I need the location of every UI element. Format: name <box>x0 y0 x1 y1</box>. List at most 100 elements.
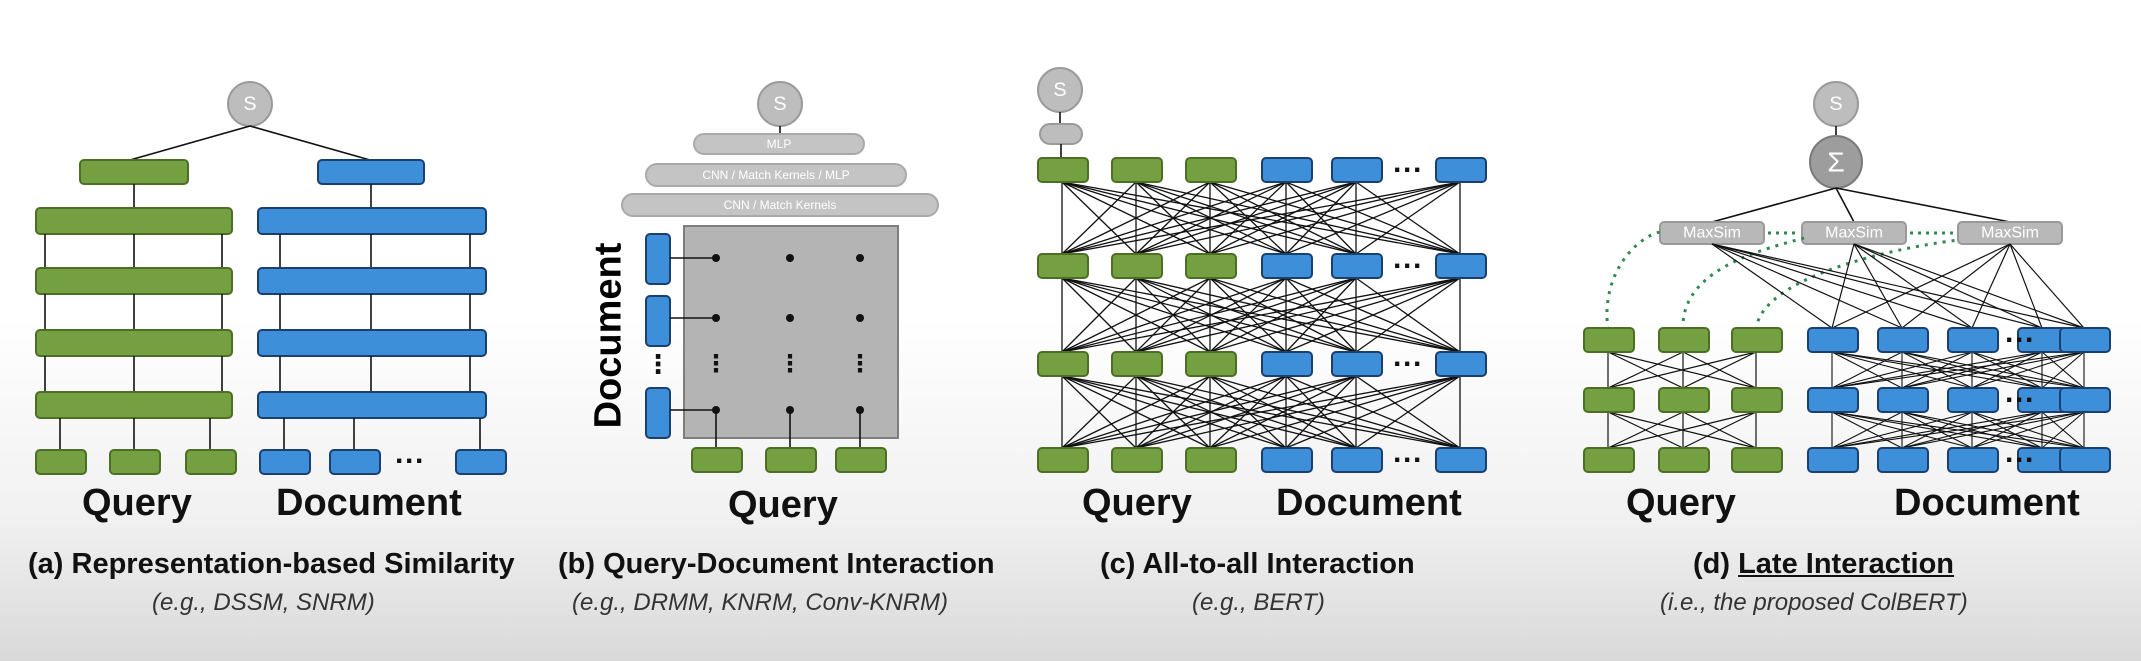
panel-a-query-label: Query <box>82 482 192 524</box>
panel-a-score-edge <box>129 125 251 161</box>
panel-d-maxsim-label: MaxSim <box>1981 225 2039 242</box>
panel-d-caption-underlined: Late Interaction <box>1738 548 1955 580</box>
panel-d-doc-edge <box>1831 411 2085 449</box>
panel-a-query-layer <box>35 267 233 295</box>
panel-d-maxsim-edge <box>1853 243 2085 329</box>
panel-a-query-layer <box>35 329 233 357</box>
panel-c-doc-token <box>1435 157 1487 183</box>
panel-d-query-label: Query <box>1626 482 1736 524</box>
panel-d-query-edge <box>1682 411 1757 449</box>
panel-c-attention-edge <box>1209 181 1461 255</box>
panel-a-doc-layer <box>257 329 487 357</box>
panel-c-doc-token <box>1261 447 1313 473</box>
panel-c-attention-edge <box>1355 375 1461 449</box>
panel-d-ellipsis: ··· <box>2005 384 2035 417</box>
panel-c-attention-edge <box>1285 181 1357 255</box>
panel-d-doc-token <box>2059 447 2111 473</box>
panel-c-attention-edge <box>1209 375 1357 449</box>
panel-d-query-token <box>1731 327 1783 353</box>
panel-d-query-token <box>1583 327 1635 353</box>
panel-b-query-label: Query <box>728 484 838 526</box>
panel-d-doc-edge <box>1901 411 2085 449</box>
panel-d-maxsim-edge <box>1853 243 1973 329</box>
panel-c-attention-edge <box>1061 277 1287 353</box>
panel-d-query-edge <box>1607 411 1684 449</box>
panel-c-attention-edge <box>1061 277 1357 353</box>
panel-b-score-node-label: S <box>773 93 786 115</box>
panel-c-caption: (c) All-to-all Interaction <box>1100 548 1415 580</box>
panel-d-doc-edge <box>1901 351 2043 389</box>
panel-d-doc-edge <box>1901 411 2043 449</box>
panel-c-attention-edge <box>1355 277 1461 353</box>
panel-d-ellipsis: ··· <box>2005 444 2035 477</box>
panel-d-query-edge <box>1607 411 1757 449</box>
panel-c-attention-edge <box>1061 181 1461 255</box>
panel-d-doc-token <box>2059 327 2111 353</box>
panel-c-attention-edge <box>1061 375 1461 449</box>
panel-d-doc-edge <box>1831 351 2043 389</box>
panel-c-attention-edge <box>1061 181 1137 255</box>
panel-c-query-token <box>1111 253 1163 279</box>
panel-b-mlp-layer <box>693 133 865 155</box>
panel-d-doc-edge <box>1971 351 2043 389</box>
panel-b-layer2 <box>645 163 907 187</box>
panel-d-doc-token <box>1807 447 1859 473</box>
panel-d-maxsim-edge <box>1901 243 2011 329</box>
panel-d-score-node-label: S <box>1829 93 1842 115</box>
panel-b-document-label: Document <box>587 242 630 429</box>
panel-b-match-dot <box>786 314 794 322</box>
panel-d-doc-token <box>1877 387 1929 413</box>
panel-a-query-token <box>35 449 87 475</box>
panel-d-subcaption: (i.e., the proposed ColBERT) <box>1660 589 1968 616</box>
panel-b-match-dot <box>712 314 720 322</box>
panel-d-query-token <box>1731 447 1783 473</box>
panel-d-maxsim-edge <box>1711 243 2043 329</box>
panel-d-maxsim-edge <box>1831 243 2011 329</box>
panel-b-doc-vector <box>645 295 671 347</box>
panel-c-doc-token <box>1331 351 1383 377</box>
panel-b-match-dot <box>712 254 720 262</box>
panel-b-layer2-label: CNN / Match Kernels / MLP <box>702 168 849 182</box>
panel-b-caption: (b) Query-Document Interaction <box>558 548 995 580</box>
panel-c-cls-node <box>1039 123 1083 145</box>
panel-d-maxsim-edge <box>2009 243 2085 329</box>
panel-c-doc-token <box>1331 253 1383 279</box>
panel-c-query-token <box>1111 157 1163 183</box>
panel-d-doc-edge <box>1831 411 1973 449</box>
panel-b-layer3 <box>621 193 939 217</box>
panel-b-mlp-label: MLP <box>767 137 792 151</box>
panel-c-attention-edge <box>1209 277 1357 353</box>
panel-a-doc-layer <box>257 207 487 235</box>
panel-a-query-layer <box>35 207 233 235</box>
panel-c-query-token <box>1037 351 1089 377</box>
panel-d-doc-edge <box>1971 351 2085 389</box>
panel-b-doc-vector <box>645 233 671 285</box>
panel-d-maxsim-edge <box>1971 243 2011 329</box>
panel-c-attention-edge <box>1135 181 1461 255</box>
panel-c-doc-token <box>1331 447 1383 473</box>
panel-c-attention-edge <box>1061 375 1137 449</box>
panel-c-attention-edge <box>1209 375 1461 449</box>
panel-c-doc-token <box>1261 351 1313 377</box>
panel-d-maxsim-edge <box>1853 243 1903 329</box>
panel-b-doc-ellipsis: ⋮ <box>645 349 671 379</box>
panel-c-query-token <box>1037 253 1089 279</box>
panel-c-doc-token <box>1261 157 1313 183</box>
panel-d-doc-token <box>1807 387 1859 413</box>
panel-c-query-token <box>1111 447 1163 473</box>
panel-d-doc-token <box>1947 327 1999 353</box>
panel-d-maxsim-label: MaxSim <box>1683 225 1741 242</box>
panel-d-caption-prefix: (d) <box>1693 548 1739 580</box>
panel-d-query-token <box>1731 387 1783 413</box>
panel-b-match-dot <box>856 314 864 322</box>
panel-d-doc-token <box>1947 387 1999 413</box>
panel-d-ellipsis: ··· <box>2005 324 2035 357</box>
panel-a-doc-top-vector <box>317 159 425 185</box>
panel-a-doc-layer <box>257 267 487 295</box>
panel-b-subcaption: (e.g., DRMM, KNRM, Conv-KNRM) <box>572 589 949 616</box>
panel-c-attention-edge <box>1061 181 1287 255</box>
panel-d-doc-token <box>1877 447 1929 473</box>
panel-c-ellipsis: ··· <box>1393 348 1423 381</box>
panel-c-attention-edge <box>1135 375 1461 449</box>
